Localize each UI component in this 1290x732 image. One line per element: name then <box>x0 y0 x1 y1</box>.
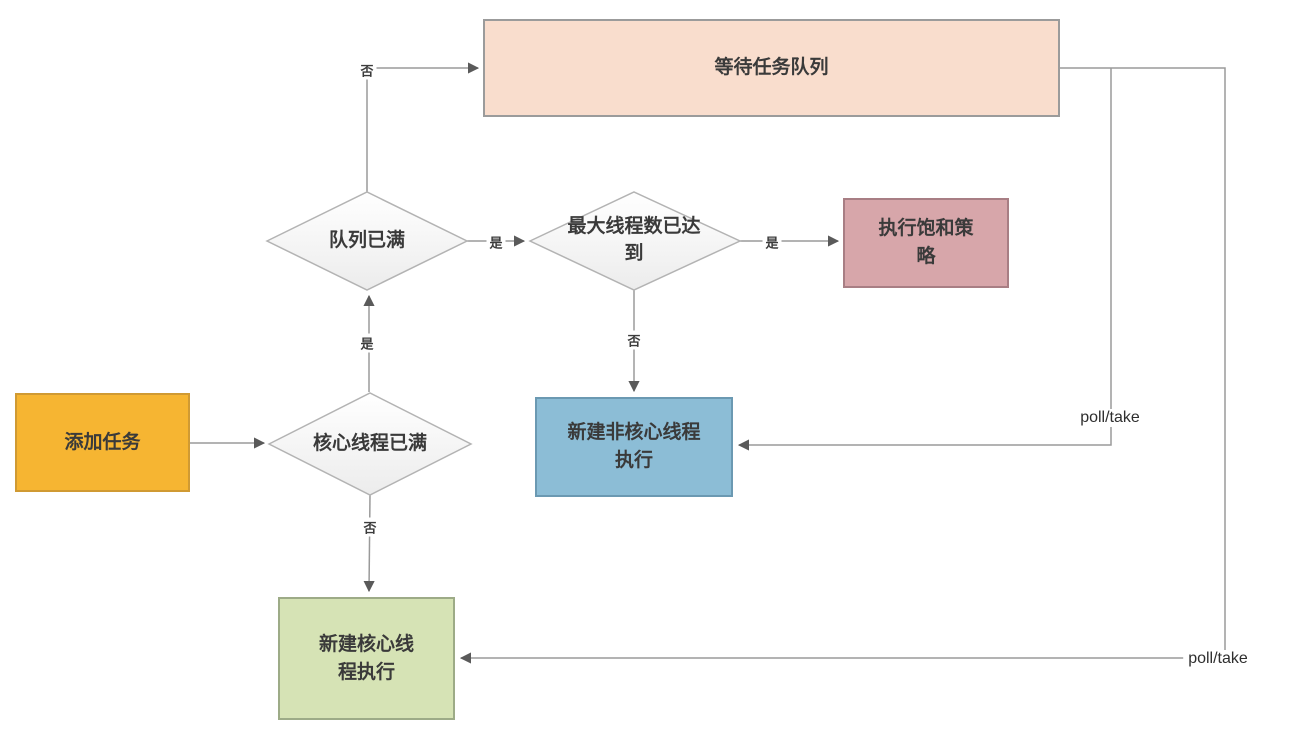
edge-wait-queue-poll-take-to-create-core <box>459 67 1226 664</box>
edge-label-queue-full-yes: 是 <box>486 232 506 252</box>
node-create-non-core-thread: 新建非核心线程执行 <box>535 397 733 497</box>
edge-label-max-reached-yes: 是 <box>762 232 782 252</box>
decision-max-reached-label: 最大线程数已达到 <box>567 216 701 264</box>
edge-core-full-no-to-create-core <box>363 494 375 593</box>
edge-label-max-reached-no: 否 <box>624 330 644 350</box>
decision-max-reached-shape <box>528 191 742 291</box>
decision-core-full-label: 核心线程已满 <box>312 432 427 454</box>
node-saturation-policy: 执行饱和策略 <box>843 198 1009 288</box>
edge-wait-queue-poll-take-to-non-core <box>737 68 1112 451</box>
node-wait-task-queue: 等待任务队列 <box>483 19 1060 117</box>
edge-label-core-full-no: 否 <box>360 517 380 537</box>
decision-core-full-shape <box>267 392 473 496</box>
node-add-task-label: 添加任务 <box>64 431 141 453</box>
node-add-task: 添加任务 <box>15 393 190 492</box>
decision-queue-full-shape <box>265 191 469 291</box>
edge-label-queue-full-no: 否 <box>357 60 377 80</box>
node-create-non-core-thread-label: 新建非核心线程执行 <box>567 422 701 471</box>
decision-queue-full-label: 队列已满 <box>328 229 405 251</box>
node-wait-task-queue-label: 等待任务队列 <box>714 57 829 79</box>
node-saturation-policy-label: 执行饱和策略 <box>878 218 974 267</box>
node-create-core-thread: 新建核心线程执行 <box>278 597 455 720</box>
edge-label-core-full-yes: 是 <box>357 333 377 353</box>
poll-take-label-upper: poll/take <box>1075 409 1145 427</box>
edge-queue-full-no-to-wait-queue <box>366 62 480 192</box>
node-create-core-thread-label: 新建核心线程执行 <box>318 633 414 683</box>
poll-take-label-lower: poll/take <box>1183 650 1253 668</box>
